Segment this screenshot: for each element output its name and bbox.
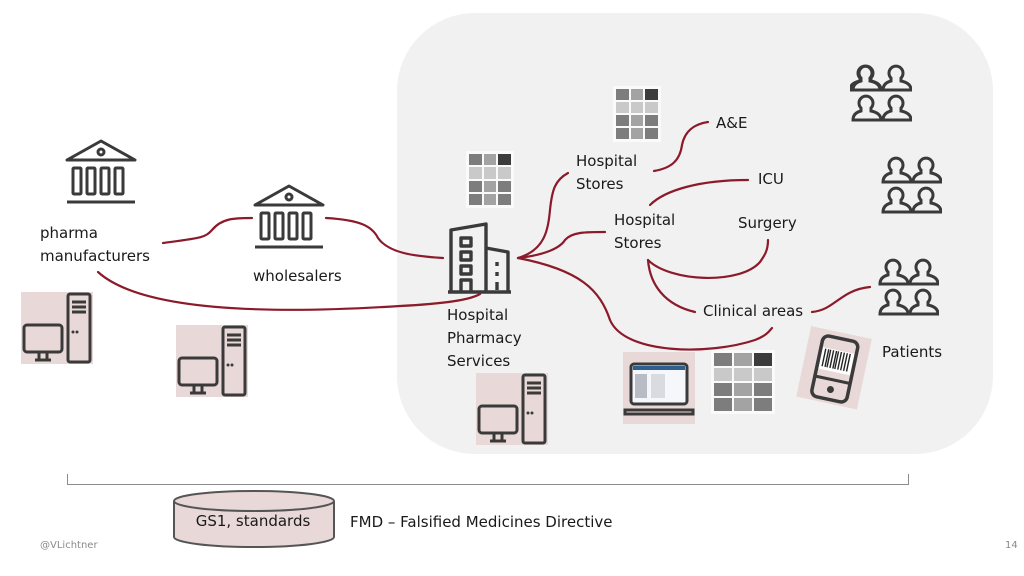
icu-label: ICU (758, 170, 784, 188)
patient-group-2-icon (881, 156, 942, 214)
author-credit: @VLichtner (40, 540, 98, 551)
manufacturer-computer-icon (21, 292, 93, 364)
pharmacy-computer-icon (476, 373, 548, 445)
surgery-label: Surgery (738, 214, 797, 232)
pharmacy-medicine-cabinet-icon (466, 151, 514, 208)
laptop-icon (623, 352, 695, 424)
stores-medicine-cabinet-icon (613, 86, 661, 142)
patient-group-1-icon (850, 64, 912, 122)
scope-bracket (67, 474, 909, 485)
manufacturer-institution-icon (65, 139, 137, 204)
standards-label: GS1, standards (195, 512, 311, 530)
patients-label: Patients (882, 343, 943, 361)
wholesalers-label: wholesalers (253, 267, 342, 285)
hospital-stores-1-label: Hospital Stores (576, 152, 638, 193)
fmd-directive-label: FMD – Falsified Medicines Directive (350, 513, 613, 531)
ae-label: A&E (716, 114, 748, 132)
wholesaler-institution-icon (253, 184, 325, 249)
link-manufacturers-wholesalers (161, 216, 254, 245)
patient-group-3-icon (878, 258, 939, 316)
hospital-stores-2-label: Hospital Stores (614, 211, 676, 252)
standards-database-icon (173, 490, 335, 548)
ward-medicine-cabinet-icon (711, 350, 775, 414)
clinical-areas-label: Clinical areas (703, 302, 804, 320)
wholesaler-computer-icon (176, 325, 248, 397)
hospital-building-icon (448, 222, 511, 294)
smartphone-barcode-icon (796, 326, 872, 410)
page-number: 14 (1005, 540, 1018, 551)
manufacturers-label: pharma manufacturers (40, 224, 150, 265)
hospital-pharmacy-label: Hospital Pharmacy Services (447, 306, 522, 370)
